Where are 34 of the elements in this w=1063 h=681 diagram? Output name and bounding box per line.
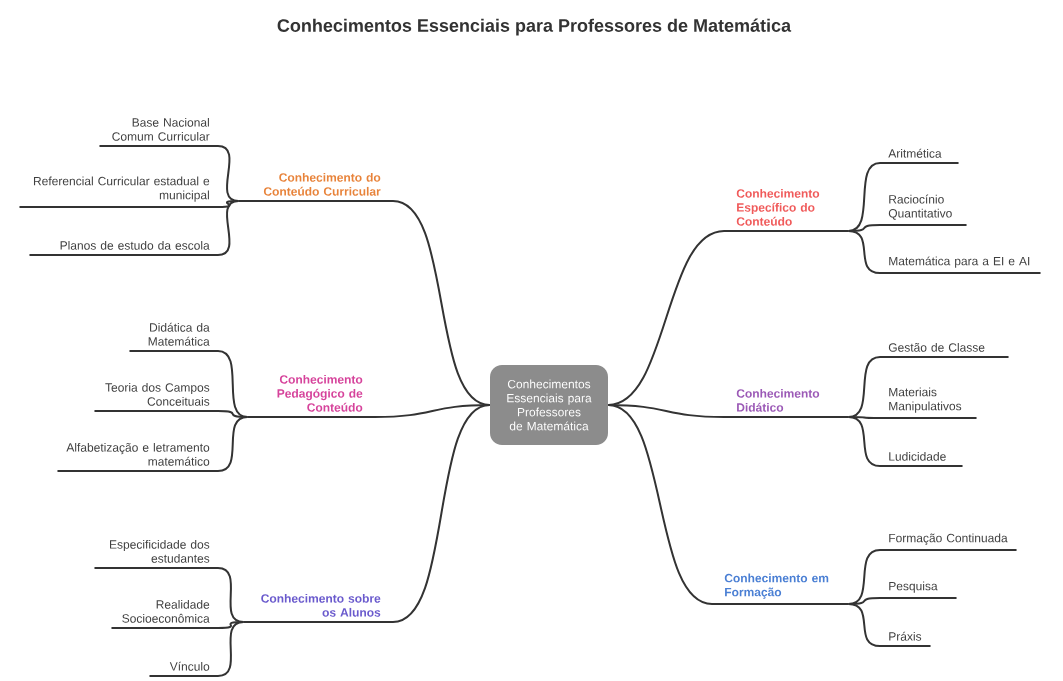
- subtopic-text: Planos de estudo da escola: [60, 240, 210, 250]
- branch-topic: Conhecimento do Conteúdo Curricular: [263, 172, 381, 196]
- subtopic-text: Teoria dos Campos Conceituais: [105, 382, 210, 406]
- connector-line: [847, 416, 964, 467]
- subtopic-text: Especificidade dos estudantes: [110, 539, 210, 563]
- connector-line: [148, 621, 245, 677]
- central-topic-box: Conhecimentos Essenciais para Professores de Matemática: [490, 365, 608, 445]
- subtopic-text: Realidade Socioeconômica: [122, 599, 210, 623]
- connector-line: [607, 404, 850, 605]
- subtopic-text: Práxis: [889, 631, 922, 641]
- connector-line: [56, 416, 249, 472]
- branch-topic: Conhecimento sobre os Alunos: [261, 593, 381, 617]
- subtopic-text: Formação Continuada: [889, 533, 1008, 545]
- branch-topic: Conhecimento Pedagógico de Conteúdo: [277, 374, 363, 412]
- subtopic-text: Raciocínio Quantitativo: [888, 194, 952, 220]
- subtopic-text: Matemática para a EI e AI: [889, 256, 1030, 268]
- subtopic-text: Aritmética: [888, 148, 942, 158]
- subtopic-text: Didática da Matemática: [148, 322, 210, 346]
- branch-topic: Conhecimento em Formação: [724, 573, 829, 599]
- subtopic-text: Referencial Curricular estadual e municipal: [34, 176, 210, 202]
- subtopic-text: Gestão de Classe: [888, 342, 985, 352]
- connector-line: [28, 200, 240, 256]
- title: Conhecimentos Essenciais para Professores de Matemática: [277, 18, 792, 36]
- subtopic-text: Vínculo: [169, 661, 210, 671]
- connector-line: [242, 404, 491, 623]
- connector-line: [847, 230, 1042, 274]
- subtopic-text: Pesquisa: [889, 581, 938, 593]
- branch-topic: Conhecimento Específico do Conteúdo: [736, 188, 820, 226]
- subtopic-text: Materiais Manipulativos: [889, 387, 962, 413]
- subtopic-text: Base Nacional Comum Curricular: [112, 117, 210, 141]
- branch-topic: Conhecimento Didático: [736, 388, 820, 412]
- connector-line: [847, 603, 932, 647]
- subtopic-text: Alfabetização e letramento matemático: [66, 442, 210, 466]
- subtopic-text: Ludicidade: [889, 451, 946, 461]
